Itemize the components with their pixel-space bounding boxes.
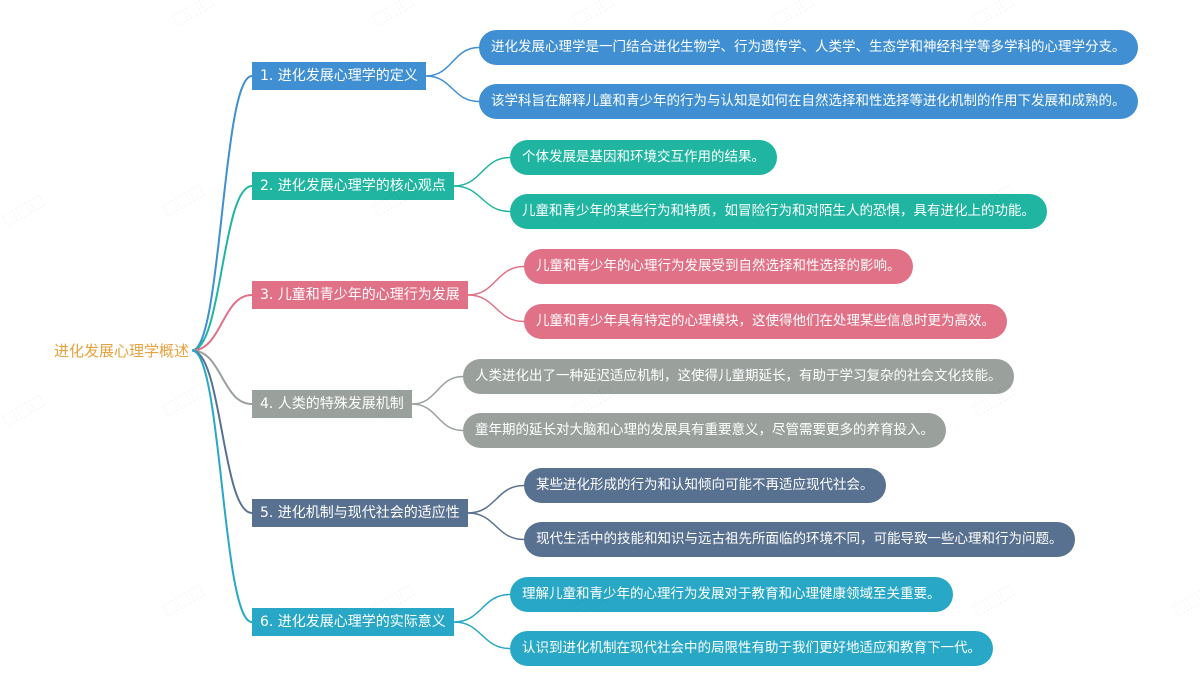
root-branch-connector bbox=[191, 349, 253, 514]
branch-leaf-connector bbox=[425, 75, 480, 103]
leaf-practical-significance-1[interactable]: 理解儿童和青少年的心理行为发展对于教育和心理健康领域至关重要。 bbox=[510, 577, 953, 612]
branch-leaf-connector bbox=[453, 185, 511, 213]
leaf-core-views-1[interactable]: 个体发展是基因和环境交互作用的结果。 bbox=[510, 140, 777, 175]
branch-special-mechanism[interactable]: 4. 人类的特殊发展机制 bbox=[252, 390, 412, 418]
leaf-core-views-2[interactable]: 儿童和青少年的某些行为和特质，如冒险行为和对陌生人的恐惧，具有进化上的功能。 bbox=[510, 194, 1047, 229]
leaf-special-mechanism-1[interactable]: 人类进化出了一种延迟适应机制，这使得儿童期延长，有助于学习复杂的社会文化技能。 bbox=[463, 359, 1014, 394]
leaf-modern-adaptation-1[interactable]: 某些进化形成的行为和认知倾向可能不再适应现代社会。 bbox=[524, 468, 886, 503]
branch-leaf-connector bbox=[425, 46, 480, 77]
root-branch-connector bbox=[191, 349, 253, 405]
root-branch-connector bbox=[191, 185, 253, 352]
leaf-special-mechanism-2[interactable]: 童年期的延长对大脑和心理的发展具有重要意义，尽管需要更多的养育投入。 bbox=[463, 413, 946, 448]
root-branch-connector bbox=[191, 75, 253, 352]
leaf-definition-2[interactable]: 该学科旨在解释儿童和青少年的行为与认知是如何在自然选择和性选择等进化机制的作用下… bbox=[479, 84, 1138, 119]
leaf-child-development-2[interactable]: 儿童和青少年具有特定的心理模块，这使得他们在处理某些信息时更为高效。 bbox=[524, 304, 1007, 339]
branch-core-views[interactable]: 2. 进化发展心理学的核心观点 bbox=[252, 172, 454, 200]
leaf-practical-significance-2[interactable]: 认识到进化机制在现代社会中的局限性有助于我们更好地适应和教育下一代。 bbox=[510, 631, 993, 666]
branch-leaf-connector bbox=[453, 621, 511, 650]
branch-leaf-connector bbox=[467, 512, 525, 541]
branch-leaf-connector bbox=[467, 484, 525, 514]
branch-child-development[interactable]: 3. 儿童和青少年的心理行为发展 bbox=[252, 281, 468, 309]
branch-leaf-connector bbox=[467, 294, 525, 323]
root-branch-connector bbox=[191, 349, 253, 623]
branch-leaf-connector bbox=[453, 156, 511, 187]
branch-leaf-connector bbox=[453, 593, 511, 623]
branch-practical-significance[interactable]: 6. 进化发展心理学的实际意义 bbox=[252, 608, 454, 636]
leaf-modern-adaptation-2[interactable]: 现代生活中的技能和知识与远古祖先所面临的环境不同，可能导致一些心理和行为问题。 bbox=[524, 522, 1075, 557]
root-branch-connector bbox=[191, 294, 253, 352]
leaf-definition-1[interactable]: 进化发展心理学是一门结合进化生物学、行为遗传学、人类学、生态学和神经科学等多学科… bbox=[479, 30, 1138, 65]
branch-modern-adaptation[interactable]: 5. 进化机制与现代社会的适应性 bbox=[252, 499, 468, 527]
branch-definition[interactable]: 1. 进化发展心理学的定义 bbox=[252, 62, 426, 90]
branch-leaf-connector bbox=[411, 375, 464, 405]
branch-leaf-connector bbox=[411, 403, 464, 432]
branch-leaf-connector bbox=[467, 265, 525, 296]
root-topic[interactable]: 进化发展心理学概述 bbox=[54, 342, 190, 360]
leaf-child-development-1[interactable]: 儿童和青少年的心理行为发展受到自然选择和性选择的影响。 bbox=[524, 249, 913, 284]
